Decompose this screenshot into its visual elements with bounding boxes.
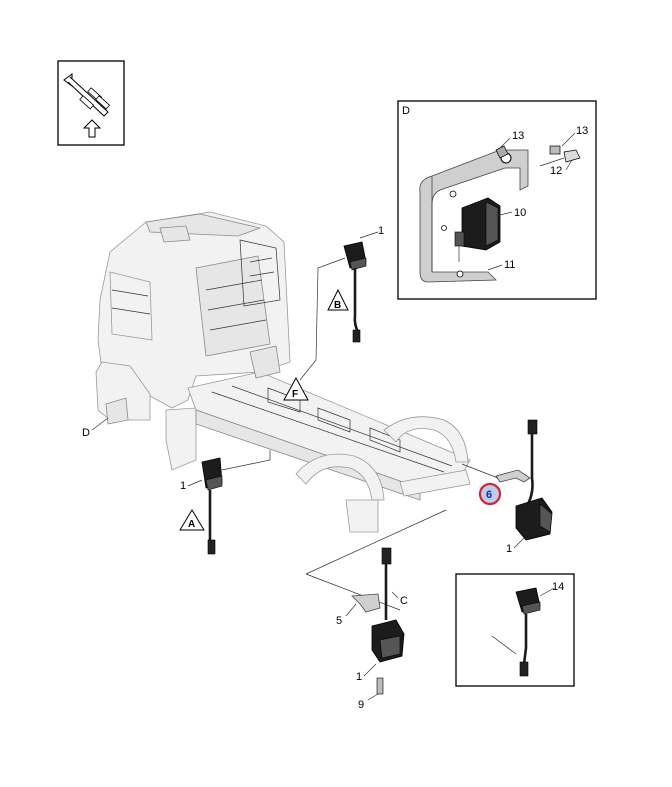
callout-13a: 13: [512, 130, 524, 142]
view-ref-b: B: [327, 288, 349, 311]
callout-13b: 13: [576, 125, 588, 137]
callout-14: 14: [552, 581, 564, 593]
callout-9: 9: [358, 699, 364, 711]
detail-d-label: D: [402, 105, 410, 117]
svg-text:D: D: [82, 427, 90, 439]
callout-11: 11: [504, 259, 515, 271]
truck-label-d: D: [82, 417, 109, 439]
callout-12: 12: [550, 165, 562, 177]
callout-1-left: 1: [180, 480, 186, 492]
highlight-callout-6[interactable]: 6: [478, 482, 502, 506]
detail-e-box: 14: [455, 573, 575, 687]
lamp-assembly-b: 1: [299, 225, 384, 381]
callout-1-bottom: 1: [356, 671, 362, 683]
orientation-icon: [57, 60, 125, 146]
callout-6: 6: [486, 489, 492, 501]
view-ref-f: F: [283, 376, 309, 401]
callout-1-right: 1: [506, 543, 512, 555]
svg-text:A: A: [188, 519, 195, 530]
svg-text:F: F: [292, 389, 298, 400]
lamp-assembly-c: 5 C 1 9: [305, 509, 447, 711]
callout-1-top: 1: [378, 225, 384, 237]
callout-5: 5: [336, 615, 342, 627]
truck-illustration: [95, 211, 471, 533]
view-ref-c: C: [400, 595, 408, 607]
view-ref-a: A: [179, 509, 205, 531]
callout-10: 10: [514, 207, 526, 219]
lamp-assembly-right: 1: [461, 419, 553, 555]
svg-text:B: B: [334, 300, 341, 311]
lamp-assembly-a: 1: [180, 450, 271, 555]
detail-d-box: D 13 13 12 10 11: [397, 100, 597, 300]
